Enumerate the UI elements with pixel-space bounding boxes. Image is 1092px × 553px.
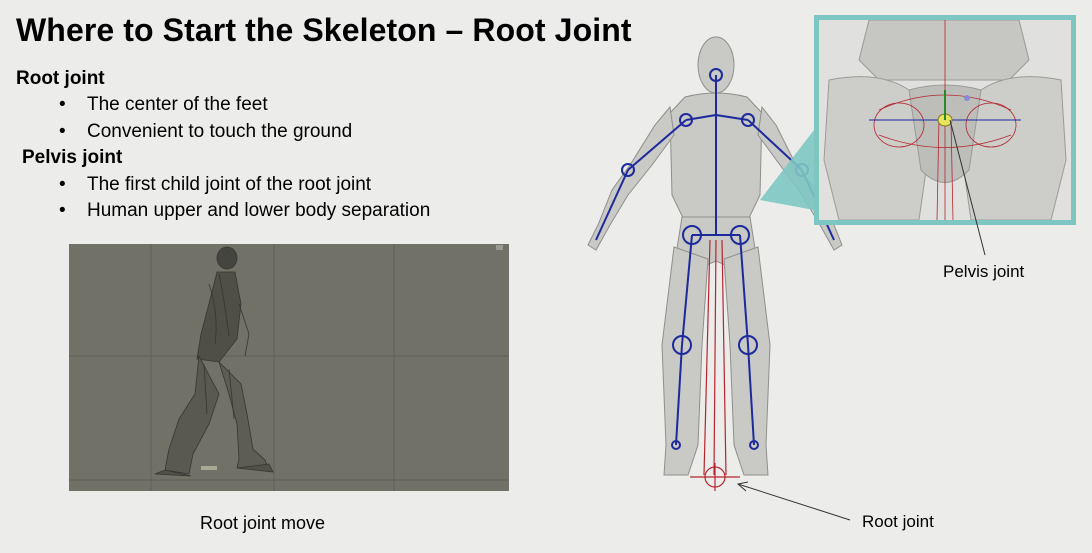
pelvis-callout-line xyxy=(949,119,986,256)
root-bullet-2: • Convenient to touch the ground xyxy=(59,121,353,143)
pelvis-bullet-1: • The first child joint of the root join… xyxy=(59,174,372,196)
pelvis-closeup-inset xyxy=(814,15,1076,225)
rigged-character-figure xyxy=(587,36,843,491)
video-caption: Root joint move xyxy=(200,513,326,533)
root-joint-move-video[interactable] xyxy=(69,244,509,491)
slide-title: Where to Start the Skeleton – Root Joint xyxy=(16,12,632,48)
root-bullet-1-text: The center of the feet xyxy=(87,94,268,115)
bullet-glyph: • xyxy=(59,121,66,142)
pelvis-bullet-2: • Human upper and lower body separation xyxy=(59,200,431,222)
root-callout-arrowhead xyxy=(736,481,749,492)
root-joint-caption: Root joint xyxy=(862,512,934,531)
root-joint-heading: Root joint xyxy=(16,68,105,89)
bullet-glyph: • xyxy=(59,174,66,195)
root-callout-line xyxy=(737,483,851,521)
root-bullet-1: • The center of the feet xyxy=(59,94,268,116)
pelvis-closeup-figure xyxy=(819,20,1071,220)
bullet-glyph: • xyxy=(59,200,66,221)
walking-skeleton-figure xyxy=(69,244,509,491)
pelvis-joint-caption: Pelvis joint xyxy=(943,262,1025,281)
pelvis-joint-heading: Pelvis joint xyxy=(22,147,123,168)
pelvis-bullet-2-text: Human upper and lower body separation xyxy=(87,200,431,221)
inset-pointer xyxy=(760,130,814,210)
bullet-glyph: • xyxy=(59,94,66,115)
pelvis-bullet-1-text: The first child joint of the root joint xyxy=(87,174,372,195)
root-bullet-2-text: Convenient to touch the ground xyxy=(87,121,353,142)
